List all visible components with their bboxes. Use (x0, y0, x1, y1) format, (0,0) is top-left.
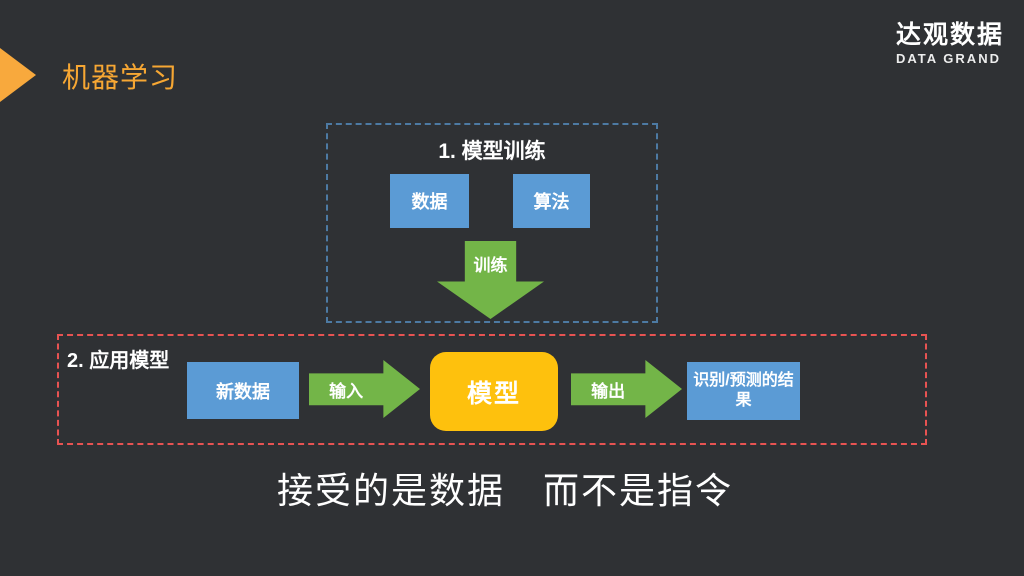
logo-text-en: DATA GRAND (896, 51, 1001, 66)
apply-section: 2. 应用模型 新数据 输入 模型 输出 识别/预测的结果 (57, 334, 927, 445)
input-arrow-icon: 输入 (309, 360, 420, 418)
model-box: 模型 (430, 352, 558, 431)
data-box: 数据 (390, 174, 469, 228)
training-section: 1. 模型训练 数据 算法 训练 (326, 123, 658, 323)
new-data-box: 新数据 (187, 362, 299, 419)
apply-section-title: 2. 应用模型 (67, 350, 170, 372)
training-arrow-label: 训练 (473, 256, 508, 275)
result-box: 识别/预测的结果 (687, 362, 800, 420)
title-arrow-icon (0, 48, 36, 102)
page-title: 机器学习 (62, 62, 179, 93)
logo-text-cn: 达观数据 (896, 21, 1005, 49)
training-arrow-icon: 训练 (437, 241, 544, 319)
output-arrow-icon: 输出 (571, 360, 682, 418)
input-arrow-label: 输入 (329, 381, 364, 401)
slide-caption: 接受的是数据 而不是指令 (276, 470, 733, 511)
algorithm-box: 算法 (513, 174, 590, 228)
output-arrow-label: 输出 (591, 381, 626, 401)
training-section-title: 1. 模型训练 (438, 140, 546, 163)
datagrand-logo: 达观数据 DATA GRAND (896, 21, 1005, 67)
